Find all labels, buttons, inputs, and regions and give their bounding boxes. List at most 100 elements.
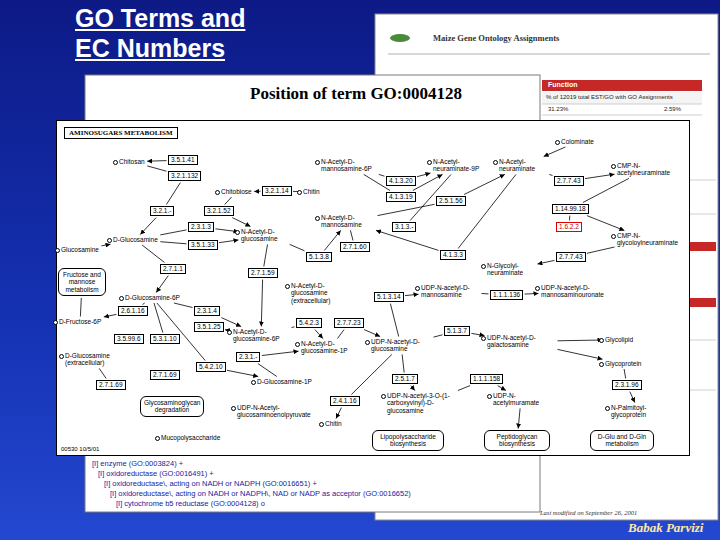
reaction-line bbox=[254, 191, 260, 192]
go-tree-line: [I] cytochrome b5 reductase (GO:0004128)… bbox=[116, 499, 265, 508]
maize-icon bbox=[390, 34, 410, 42]
compound: UDP-N-acetyl-D-mannosaminouronate bbox=[540, 284, 612, 299]
enzyme-box: 2.7.7.43 bbox=[554, 176, 584, 186]
compound-dot bbox=[55, 248, 60, 253]
reaction-line bbox=[544, 147, 566, 157]
compound-dot bbox=[605, 406, 610, 411]
reaction-line bbox=[219, 240, 239, 243]
compound: Chitin bbox=[324, 420, 343, 427]
ec-number: 2.7.1.69 bbox=[99, 381, 123, 389]
compound-name: UDP-N-acetyl-D-mannosaminouronate bbox=[541, 284, 611, 299]
enzyme-box: 4.1.3.20 bbox=[386, 176, 416, 186]
compound-dot bbox=[481, 336, 486, 341]
compound-dot bbox=[381, 394, 386, 399]
ec-number: 2.5.1.7 bbox=[395, 375, 415, 383]
compound-name: UDP-N-Acetyl-glucosaminoenolpyruvate bbox=[237, 404, 307, 419]
reaction-line bbox=[336, 408, 341, 419]
compound-dot bbox=[227, 330, 232, 335]
compound: UDP-N-acetylmuramate bbox=[492, 392, 550, 407]
compound: Colominate bbox=[560, 138, 595, 145]
ec-number: 3.2.1.14 bbox=[265, 187, 289, 195]
compound-dot bbox=[215, 190, 220, 195]
reaction-line bbox=[498, 386, 506, 391]
compound: D-Glucosamine-6P bbox=[124, 294, 181, 301]
compound: Mucopolysaccharide bbox=[160, 434, 221, 441]
reaction-line bbox=[411, 386, 415, 391]
compound-name: N-Acetyl-D-glucosamine bbox=[241, 228, 297, 243]
reaction-line bbox=[258, 364, 277, 377]
compound-name: Glycoprotein bbox=[605, 360, 642, 367]
compound: CMP-N-acetylneuraminate bbox=[616, 162, 676, 177]
compound-name: Chitosan bbox=[119, 158, 145, 165]
compound: Chitosan bbox=[118, 158, 146, 165]
table-rule bbox=[542, 115, 702, 116]
compound: N-Glycolyl-neuraminate bbox=[486, 262, 536, 277]
reaction-line bbox=[405, 294, 419, 295]
compound-name: D-Fructose-6P bbox=[59, 318, 101, 325]
compound: Glycoprotein bbox=[604, 360, 643, 367]
reaction-line bbox=[140, 218, 156, 235]
compound: N-Acetyl-D-glucosamine bbox=[240, 228, 298, 243]
compound-name: UDP-N-acetyl-D-glucosamine bbox=[371, 338, 431, 353]
go-tree-line: [I] enzyme (GO:0003824) + bbox=[92, 459, 183, 468]
compound: CMP-N-glycoloylneuraminate bbox=[616, 232, 678, 247]
ec-number: 5.1.3.7 bbox=[447, 327, 467, 335]
table-cell: 31.23% bbox=[548, 106, 568, 113]
slide-title: GO Terms and EC Numbers bbox=[75, 3, 270, 63]
enzyme-box: 2.5.1.56 bbox=[436, 196, 466, 206]
enzyme-box: 2.3.1.3 bbox=[188, 222, 214, 232]
compound-dot bbox=[315, 216, 320, 221]
enzyme-box: 5.4.2.10 bbox=[196, 362, 226, 372]
compound-dot bbox=[319, 422, 324, 427]
reaction-line bbox=[104, 314, 117, 317]
compound-dot bbox=[599, 362, 604, 367]
reaction-line bbox=[160, 242, 186, 244]
compound: N-Acetyl-D-glucosamine (extracellular) bbox=[290, 282, 352, 304]
compound: Glycolipid bbox=[604, 336, 634, 343]
ec-number: 3.5.99.6 bbox=[117, 335, 141, 343]
enzyme-box: 2.7.1.59 bbox=[248, 268, 278, 278]
compound-dot bbox=[415, 286, 420, 291]
pathway-name: Lipopolysaccharide biosynthesis bbox=[376, 433, 440, 448]
pathway-box: Fructose and mannose metabolism bbox=[58, 268, 106, 296]
ec-number: 2.3.1.- bbox=[239, 353, 257, 361]
compound: N-Acetyl-D-mannosamine-6P bbox=[320, 158, 378, 173]
compound-name: N-Glycolyl-neuraminate bbox=[487, 262, 535, 277]
ec-number: 1.1.1.158 bbox=[473, 375, 500, 383]
reaction-line bbox=[378, 204, 435, 215]
enzyme-box: 3.2.1.- bbox=[150, 206, 174, 216]
reaction-line bbox=[525, 293, 539, 295]
pathway-box: D-Glu and D-Gln metabolism bbox=[590, 430, 654, 451]
enzyme-box: 3.2.1.52 bbox=[204, 206, 234, 216]
map-title: AMINOSUGARS METABOLISM bbox=[69, 129, 173, 137]
reaction-line bbox=[142, 245, 164, 263]
table-cell: % of 12019 total EST/GO with GO Assignme… bbox=[546, 94, 673, 101]
reaction-line bbox=[434, 335, 443, 337]
enzyme-box: 3.2.1.132 bbox=[168, 171, 201, 181]
compound-name: D-Glucosamine (extracellular) bbox=[65, 352, 121, 367]
table-rule bbox=[542, 104, 702, 105]
table-highlight-bar bbox=[690, 298, 716, 307]
enzyme-box: 2.7.1.60 bbox=[340, 242, 370, 252]
compound-name: CMP-N-acetylneuraminate bbox=[617, 162, 675, 177]
compound-name: UDP-N-acetyl-D-mannosamine bbox=[421, 284, 479, 299]
table-rule bbox=[690, 340, 716, 341]
reaction-line bbox=[147, 166, 166, 171]
compound-dot bbox=[481, 264, 486, 269]
compound-name: Mucopolysaccharide bbox=[161, 434, 220, 441]
compound-name: N-Acetyl-D-mannosamine bbox=[321, 214, 375, 229]
table-rule bbox=[690, 390, 716, 391]
pathway-box: Lipopolysaccharide biosynthesis bbox=[372, 430, 444, 451]
compound-dot bbox=[599, 338, 604, 343]
compound-dot bbox=[427, 160, 432, 165]
compound: UDP-N-acetyl-D-mannosamine bbox=[420, 284, 480, 299]
ec-number: 4.1.3.3 bbox=[443, 251, 463, 259]
table-header-bar bbox=[542, 80, 702, 91]
enzyme-box: 4.1.3.19 bbox=[386, 192, 416, 202]
ec-number: 5.4.2.10 bbox=[199, 363, 223, 371]
reaction-line bbox=[99, 368, 106, 378]
ec-number: 2.7.1.60 bbox=[343, 243, 367, 251]
ec-number: 2.6.1.16 bbox=[121, 307, 145, 315]
ec-number: 2.3.1.3 bbox=[191, 223, 211, 231]
compound-dot bbox=[297, 190, 302, 195]
